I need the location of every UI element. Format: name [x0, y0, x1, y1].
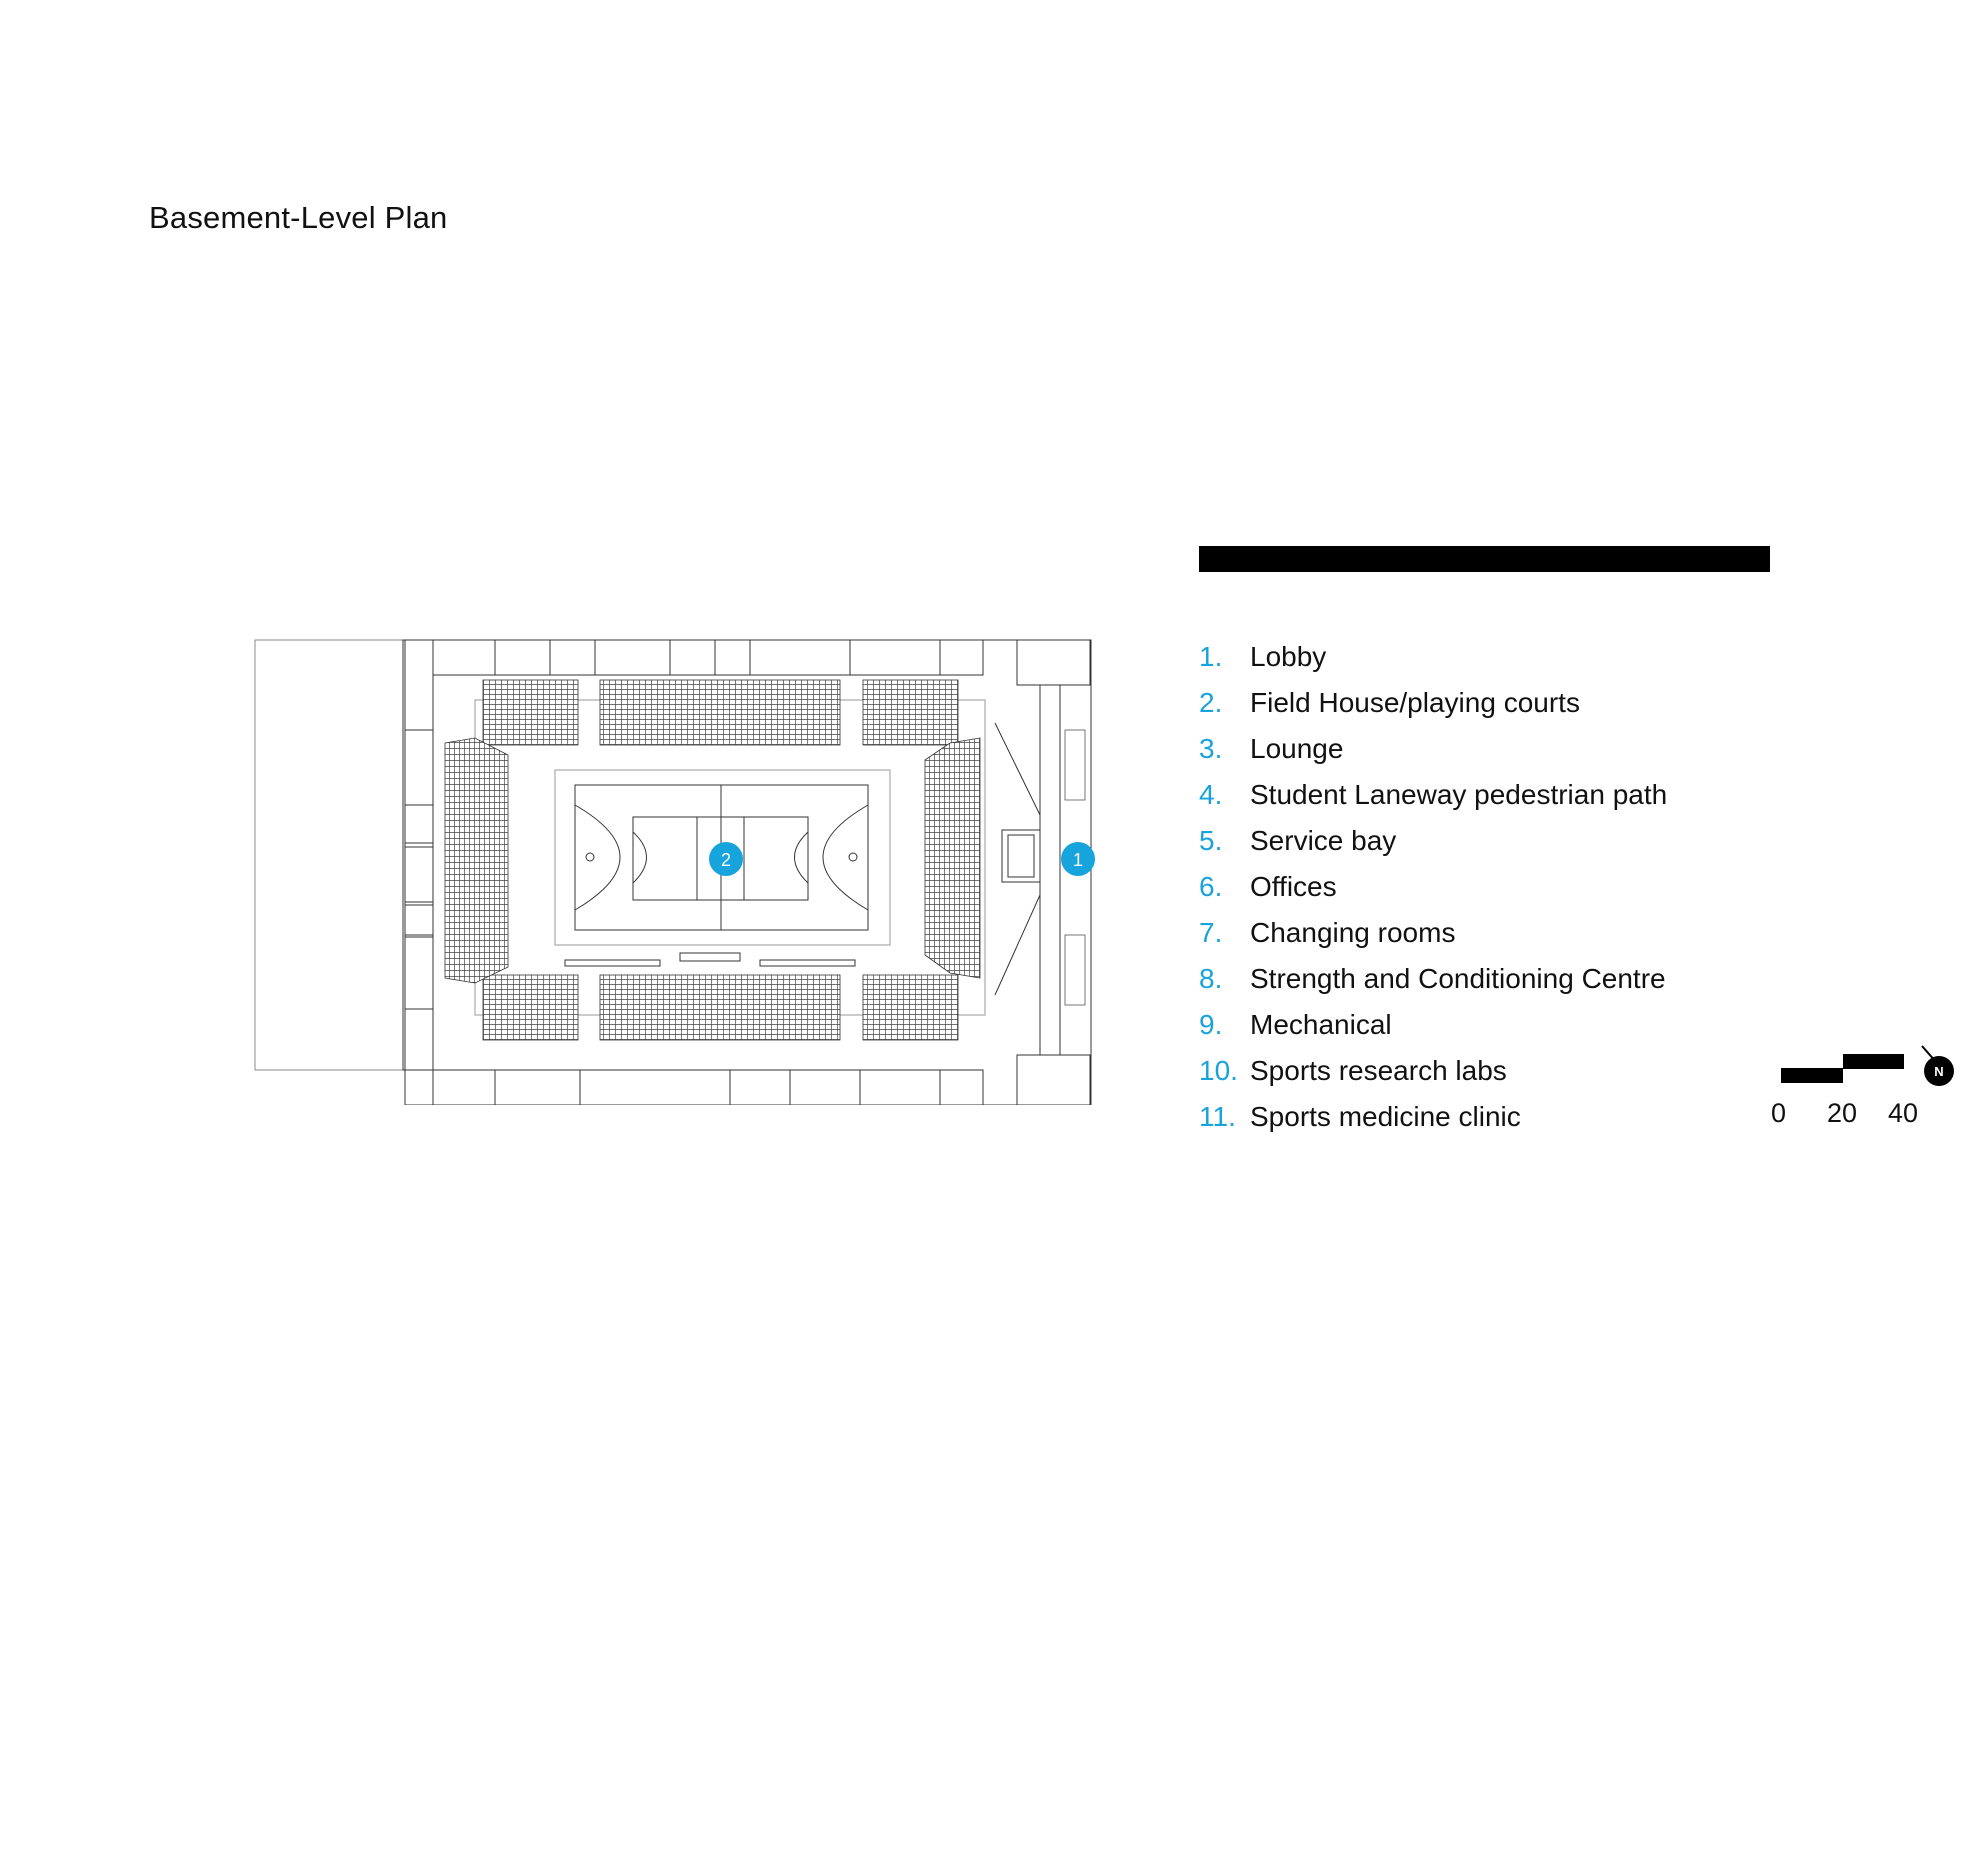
seating-north-center [599, 679, 841, 746]
legend-number: 5. [1199, 825, 1223, 856]
legend-item: 11. Sports medicine clinic [1199, 1094, 1667, 1140]
seating-north-west [482, 679, 579, 746]
legend-label: Sports research labs [1250, 1055, 1507, 1086]
scale-label-20: 20 [1827, 1098, 1858, 1128]
scale-bar: N [1781, 1045, 1954, 1086]
marker-2: 2 [709, 842, 743, 876]
scale-label-0: 0 [1771, 1098, 1787, 1128]
legend-number: 10. [1199, 1055, 1238, 1086]
legend-item: 10. Sports research labs [1199, 1048, 1667, 1094]
legend-list: 1. Lobby 2. Field House/playing courts 3. L… [1199, 634, 1667, 1140]
floor-plan: 2 1 [254, 639, 1095, 1105]
scale-label-40: 40 [1888, 1098, 1919, 1128]
svg-text:2: 2 [721, 850, 731, 870]
west-laneway [254, 639, 404, 1071]
legend-number: 6. [1199, 871, 1223, 902]
legend-label: Lounge [1250, 733, 1344, 764]
legend-label: Service bay [1250, 825, 1397, 856]
legend-label: Lobby [1250, 641, 1327, 672]
seating-south-center [599, 974, 841, 1041]
legend-number: 1. [1199, 641, 1223, 672]
seating-north-east [862, 679, 959, 746]
legend-label: Student Laneway pedestrian path [1250, 779, 1668, 810]
legend-label: Offices [1250, 871, 1337, 902]
seating-south-west [482, 974, 579, 1041]
legend-item: 5. Service bay [1199, 818, 1667, 864]
legend-number: 7. [1199, 917, 1223, 948]
legend-label: Strength and Conditioning Centre [1250, 963, 1666, 994]
legend-item: 3. Lounge [1199, 726, 1667, 772]
legend-item: 6. Offices [1199, 864, 1667, 910]
page-title: Basement-Level Plan [149, 200, 448, 235]
marker-1: 1 [1061, 842, 1095, 876]
svg-text:1: 1 [1073, 850, 1083, 870]
seating-south-east [862, 974, 959, 1041]
seating-west [444, 737, 509, 984]
legend-number: 9. [1199, 1009, 1223, 1040]
legend-item: 9. Mechanical [1199, 1002, 1667, 1048]
legend-item: 7. Changing rooms [1199, 910, 1667, 956]
legend-label: Mechanical [1250, 1009, 1392, 1040]
legend-header-bar [1199, 546, 1770, 572]
svg-text:N: N [1934, 1064, 1943, 1079]
seating-east [924, 737, 981, 979]
legend-label: Field House/playing courts [1250, 687, 1580, 718]
legend-number: 3. [1199, 733, 1223, 764]
legend-item: 8. Strength and Conditioning Centre [1199, 956, 1667, 1002]
legend-number: 2. [1199, 687, 1223, 718]
legend-item: 4. Student Laneway pedestrian path [1199, 772, 1667, 818]
legend-number: 8. [1199, 963, 1223, 994]
legend-label: Changing rooms [1250, 917, 1456, 948]
legend-item: 1. Lobby [1199, 634, 1667, 680]
legend-item: 2. Field House/playing courts [1199, 680, 1667, 726]
north-arrow-icon: N [1921, 1045, 1954, 1086]
legend-label: Sports medicine clinic [1250, 1101, 1521, 1132]
legend-number: 11. [1199, 1101, 1236, 1132]
court-frame [554, 769, 891, 946]
legend-number: 4. [1199, 779, 1223, 810]
